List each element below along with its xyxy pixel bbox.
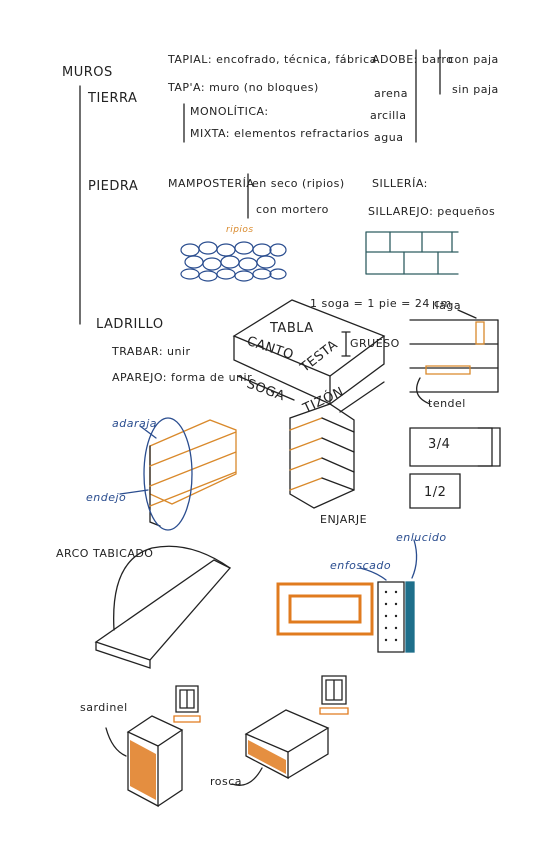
rosca-text: rosca xyxy=(210,775,243,788)
half-brick xyxy=(409,473,461,509)
llaga-text: llaga xyxy=(432,299,462,312)
aparejo-text: APAREJO: forma de unir xyxy=(112,371,253,384)
trabar-text: TRABAR: unir xyxy=(112,345,191,358)
llaga-tendel-wall xyxy=(409,309,499,405)
sardinel-block xyxy=(105,715,184,808)
arco-tabicado-sketch xyxy=(94,545,232,669)
tapial-text: TAPIAL: encofrado, técnica, fábrica xyxy=(168,53,377,66)
arena-text: arena xyxy=(374,87,409,100)
con-paja-text: con paja xyxy=(448,53,499,66)
enjarje-corner xyxy=(289,403,355,509)
agua-text: agua xyxy=(374,131,404,144)
enlucido-panel xyxy=(359,539,418,653)
rosca-block xyxy=(231,709,330,786)
brick-fills xyxy=(130,740,286,800)
en-seco-text: en seco (ripios) xyxy=(252,177,345,190)
mixta-text: MIXTA: elementos refractarios xyxy=(190,127,370,140)
three-quarter-remainder xyxy=(477,427,501,467)
enlucido-dots xyxy=(384,590,398,642)
half-text: 1/2 xyxy=(424,485,447,500)
adaraja-wall xyxy=(119,417,237,531)
tabla-text: TABLA xyxy=(270,321,314,336)
brick-3d xyxy=(232,299,386,413)
tierra-label: TIERRA xyxy=(88,91,138,106)
silleria-text: SILLERÍA: xyxy=(372,177,428,190)
tendel-text: tendel xyxy=(428,397,466,410)
enlucido-text: enlucido xyxy=(396,531,447,544)
adaraja-text: adaraja xyxy=(112,417,158,430)
arcilla-text: arcilla xyxy=(370,109,407,122)
enjarje-text: ENJARJE xyxy=(320,513,368,526)
enfoscado-text: enfoscado xyxy=(330,559,392,572)
silleria-wall xyxy=(365,231,459,275)
formula-text: 1 soga = 1 pie = 24 cm xyxy=(310,297,452,310)
con-mortero-text: con mortero xyxy=(256,203,329,216)
ladrillo-label: LADRILLO xyxy=(96,317,164,332)
mamposteria-text: MAMPOSTERÍA xyxy=(168,177,255,190)
mamposteria-stones xyxy=(180,241,287,282)
window-left xyxy=(173,685,201,723)
arco-tabicado-label: ARCO TABICADO xyxy=(56,547,154,560)
sin-paja-text: sin paja xyxy=(452,83,499,96)
piedra-label: PIEDRA xyxy=(88,179,139,194)
sardinel-text: sardinel xyxy=(80,701,128,714)
three-quarter-brick xyxy=(409,427,493,467)
ripios-text: ripios xyxy=(226,225,254,235)
window-right xyxy=(319,675,349,715)
endejo-text: endejo xyxy=(86,491,127,504)
muros-title: MUROS xyxy=(62,65,113,80)
adobe-text: ADOBE: barro xyxy=(372,53,454,66)
sillarejo-text: SILLAREJO: pequeños xyxy=(368,205,496,218)
three-quarter-text: 3/4 xyxy=(428,437,451,452)
enfoscado-frame xyxy=(276,582,374,636)
tapia-text: TAP'A: muro (no bloques) xyxy=(168,81,319,94)
monolitica-text: MONOLÍTICA: xyxy=(190,105,269,118)
